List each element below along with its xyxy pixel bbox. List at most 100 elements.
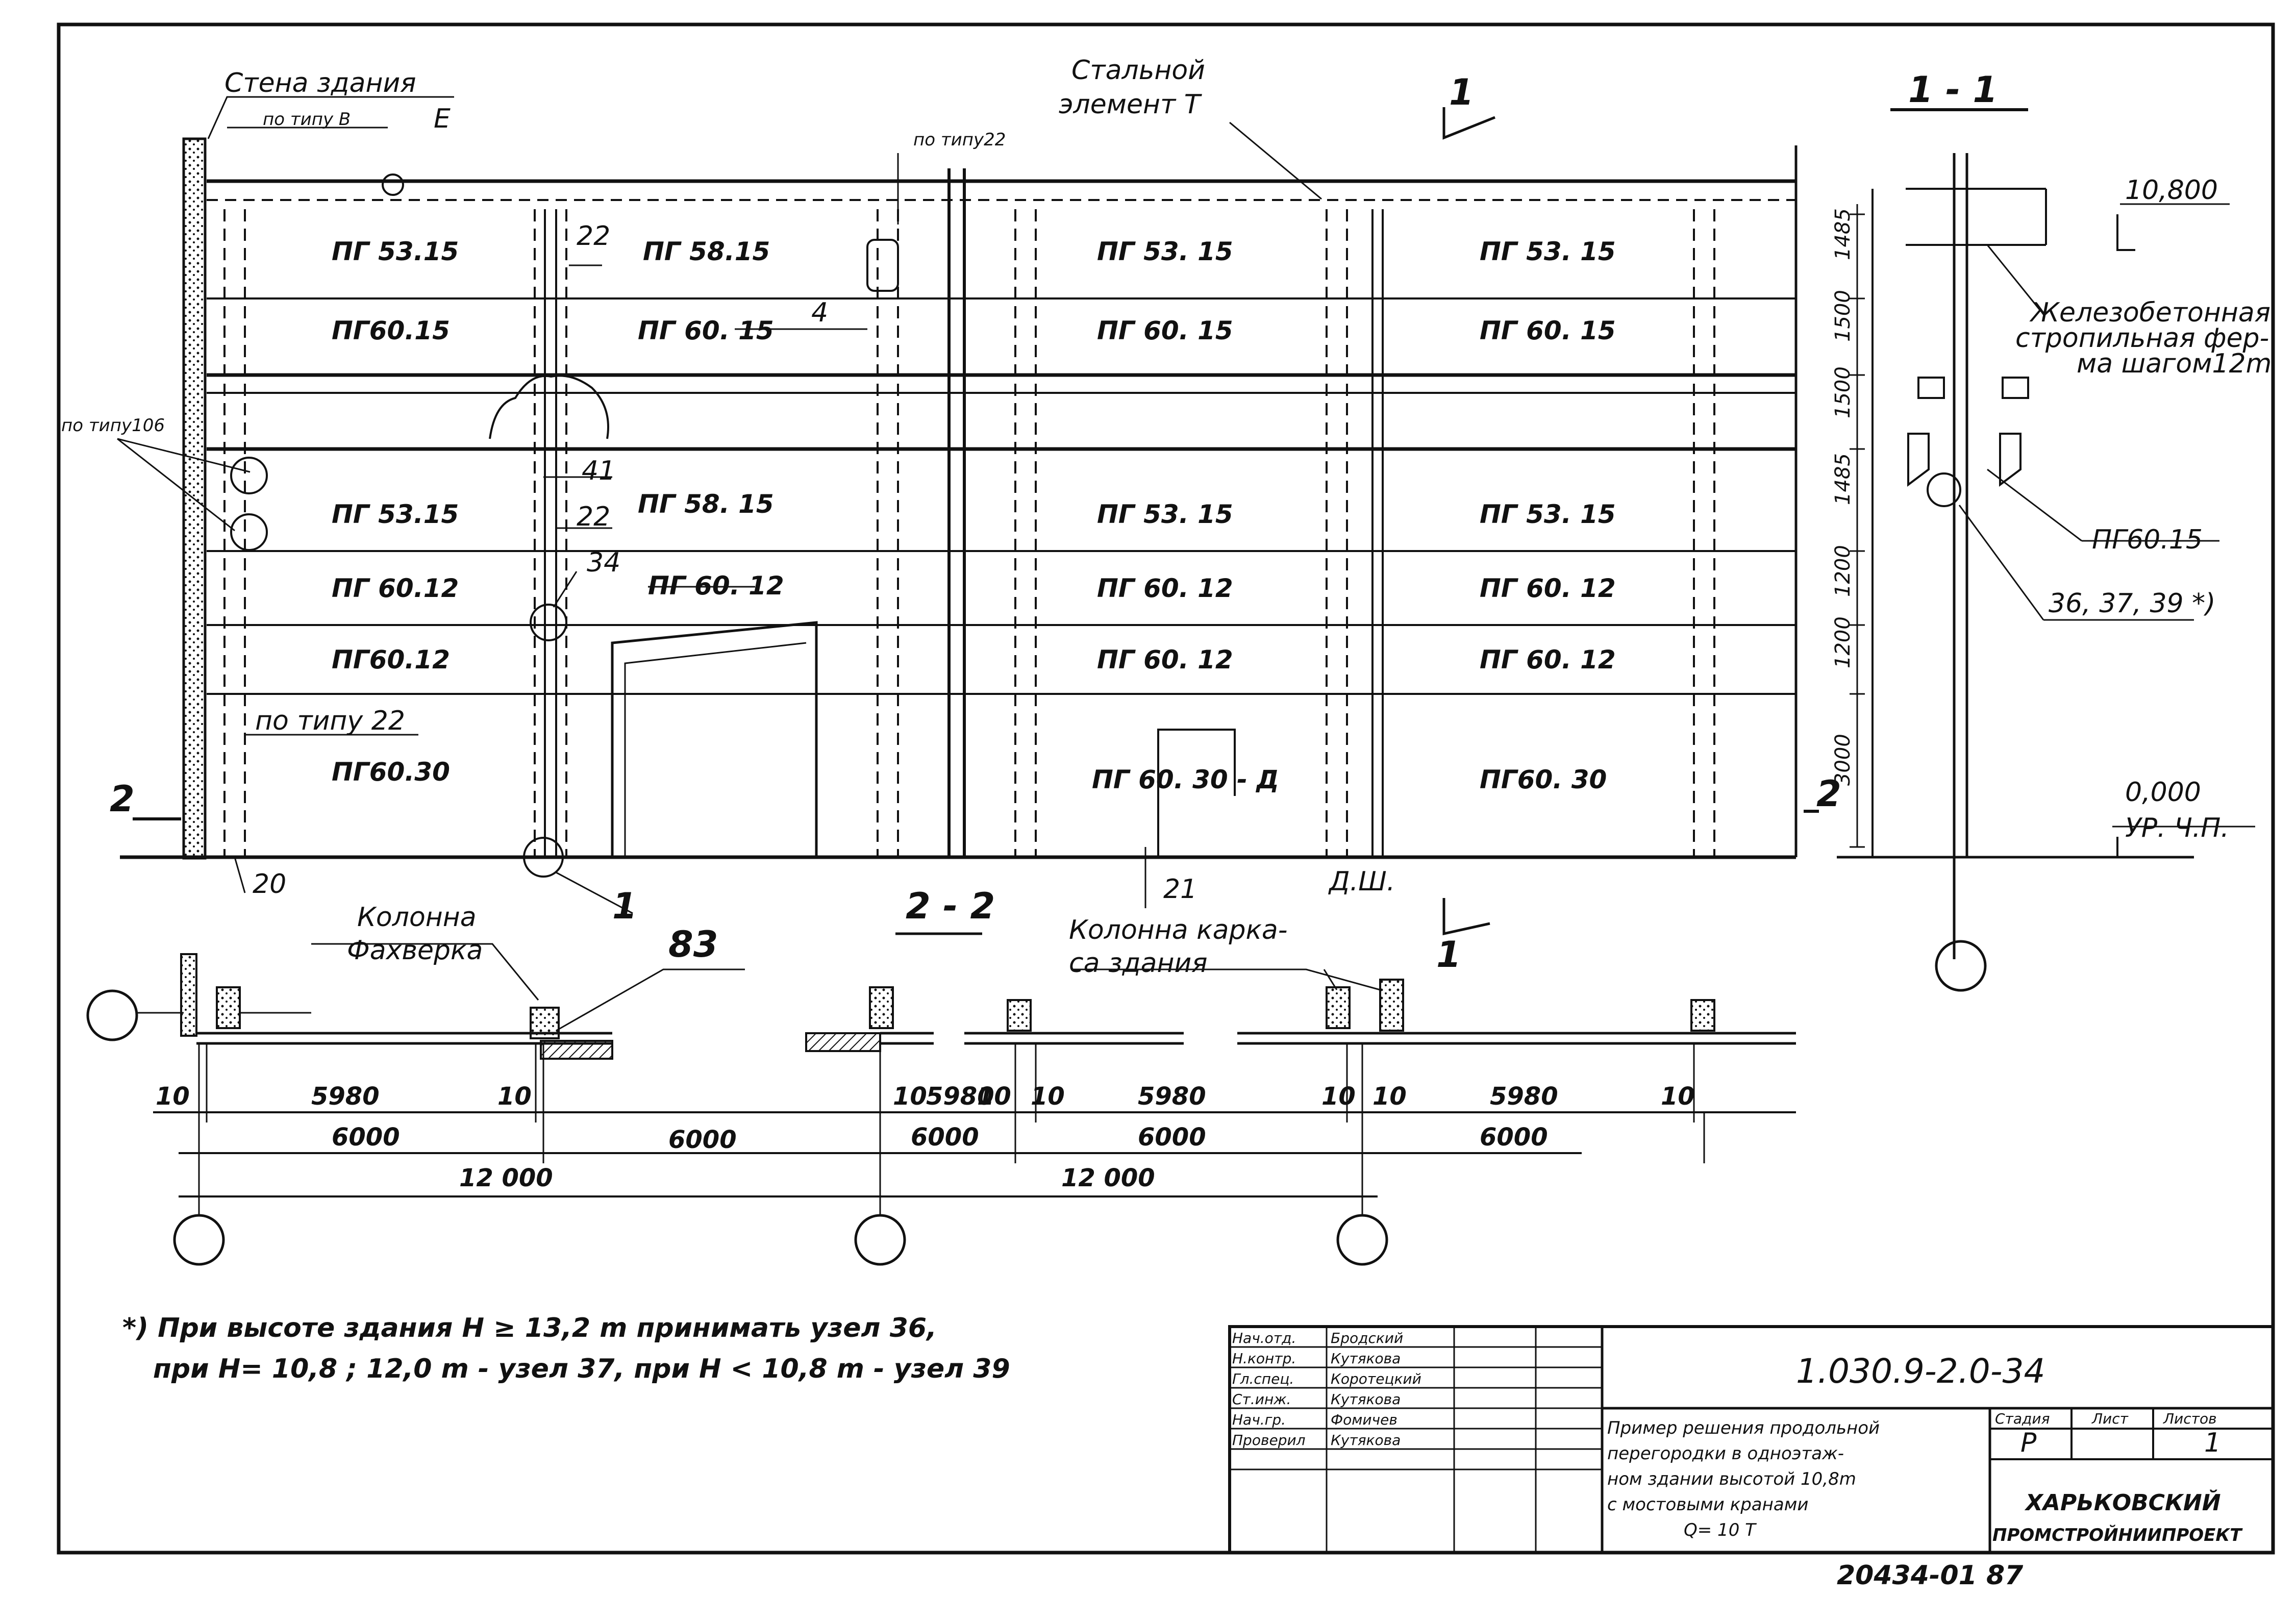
dim-6000-e: 6000 [1480,1123,1548,1152]
callout-83: 83 [668,924,718,965]
plan-title: 2 - 2 [906,885,995,927]
steel-element-label: Стальной [1071,55,1205,86]
name-5: Кутякова [1331,1432,1401,1449]
truss-label-1: Железобетонная [2029,297,2270,328]
dim-6000-d: 6000 [1138,1123,1206,1152]
stadiya-header: Стадия [1995,1410,2050,1427]
panel-b1-r6: ПГ60.30 [332,757,450,787]
document-number: 1.030.9-2.0-34 [1796,1352,2045,1391]
plan-2-2-labels: 2 - 2 Колонна Фахверка Колонна карка- са… [156,885,1695,1192]
label-e: Е [434,104,451,134]
panel-b4-r3: ПГ 53. 15 [1480,500,1616,529]
section-panel-label: ПГ60.15 [2092,525,2203,555]
doc-title-5: Q= 10 T [1684,1520,1757,1540]
sheet-frame [57,22,2275,1555]
callout-4: 4 [811,297,828,328]
dim-10-c: 10 [893,1082,927,1111]
panel-b2-r4: ПГ 60. 12 [648,571,784,601]
elevation-zero: 0,000 [2125,777,2201,808]
role-5: Проверил [1232,1432,1306,1449]
stadiya-value: Р [2020,1428,2037,1458]
callout-22-top: 22 [577,221,610,252]
type-22-label: по типу 22 [255,706,405,736]
panel-b3-r2: ПГ 60. 15 [1097,316,1233,345]
dim-10-d: 10 [977,1082,1011,1111]
org-name-2: ПРОМСТРОЙНИИПРОЕКТ [1992,1525,2243,1545]
dim-10-h: 10 [1661,1082,1695,1111]
height-1200-b: 1200 [1831,616,1855,668]
dim-10-e: 10 [1031,1082,1065,1111]
dim-12000-b: 12 000 [1061,1164,1155,1192]
doc-title-1: Пример решения продольной [1607,1418,1880,1438]
bottom-stamp: 20434-01 87 [1837,1560,2024,1591]
doc-title-4: с мостовыми кранами [1607,1494,1808,1515]
section-mark-1-bottom: 1 [1436,934,1461,976]
panel-b3-r4: ПГ 60. 12 [1097,573,1233,603]
plan-2-2 [86,932,1796,1266]
height-1485-b: 1485 [1831,453,1855,505]
org-name-1: ХАРЬКОВСКИЙ [2024,1489,2221,1516]
listov-value: 1 [2204,1428,2221,1458]
fakhverk-column-label-2: Фахверка [347,935,483,966]
panel-b2-r1: ПГ 58.15 [643,237,770,266]
panel-b4-r2: ПГ 60. 15 [1480,316,1616,345]
title-block [1228,1325,2275,1554]
listov-header: Листов [2163,1410,2217,1427]
dim-6000-c: 6000 [911,1123,979,1152]
name-0: Бродский [1331,1330,1403,1346]
callout-21: 21 [1163,874,1197,905]
footnote-line-1: *) При высоте здания Н ≥ 13,2 m принимат… [122,1313,937,1343]
title-block-text: Нач.отд. Н.контр. Гл.спец. Ст.инж. Нач.г… [1232,1330,2243,1545]
section-mark-1-top: 1 [1449,71,1474,113]
dim-10-f: 10 [1321,1082,1356,1111]
type-22-top-label: по типу22 [913,130,1006,150]
callout-34: 34 [587,547,620,578]
label-dsh: Д.Ш. [1328,866,1395,897]
dim-5980-a: 5980 [311,1082,380,1111]
role-1: Н.контр. [1232,1350,1296,1367]
panel-b1-r1: ПГ 53.15 [332,237,459,266]
panel-b1-r5: ПГ60.12 [332,645,450,675]
panel-b3-r5: ПГ 60. 12 [1097,645,1233,675]
panel-b2-r2: ПГ 60. 15 [638,316,774,345]
truss-label-3: ма шагом12m [2077,348,2272,379]
panel-b3-r1: ПГ 53. 15 [1097,237,1233,266]
elevation-labels: Стена здания по типу В Е Стальной элемен… [61,55,1841,976]
panel-b2-r3: ПГ 58. 15 [638,489,774,519]
panel-b1-r2: ПГ60.15 [332,316,450,345]
section-nodes-label: 36, 37, 39 *) [2049,588,2215,619]
section-1-1-title: 1 - 1 [1908,69,1998,111]
name-1: Кутякова [1331,1350,1401,1367]
footnote-line-2: при Н= 10,8 ; 12,0 m - узел 37, при Н < … [153,1354,1010,1384]
panel-b4-r6: ПГ60. 30 [1480,765,1607,794]
panel-b3-r3: ПГ 53. 15 [1097,500,1233,529]
frame-column-label: Колонна карка- [1069,915,1288,945]
elevation-view [117,96,1819,936]
panel-b3-r6: ПГ 60. 30 - Д [1092,765,1279,794]
name-2: Коротецкий [1331,1370,1421,1387]
type-106-label: по типу106 [61,415,165,436]
dim-6000-a: 6000 [332,1123,400,1152]
section-mark-2-left: 2 [110,778,135,820]
panel-b4-r5: ПГ 60. 12 [1480,645,1616,675]
panel-b1-r3: ПГ 53.15 [332,500,459,529]
floor-level-label: УР. Ч.П. [2125,813,2229,843]
panel-b4-r4: ПГ 60. 12 [1480,573,1616,603]
fakhverk-column-label: Колонна [357,902,477,933]
dim-5980-c: 5980 [1138,1082,1206,1111]
panel-b1-r4: ПГ 60.12 [332,573,459,603]
steel-element-label-2: элемент Т [1059,89,1203,120]
dim-5980-d: 5980 [1490,1082,1558,1111]
height-1485-top: 1485 [1831,208,1855,260]
dim-10-b: 10 [497,1082,532,1111]
dim-6000-b: 6000 [668,1126,737,1154]
role-2: Гл.спец. [1232,1370,1294,1387]
name-3: Кутякова [1331,1391,1401,1408]
truss-label-2: стропильная фер- [2015,323,2269,354]
wall-label: Стена здания [224,68,416,98]
dim-12000-a: 12 000 [459,1164,553,1192]
role-0: Нач.отд. [1232,1330,1296,1346]
dim-5980-b: 5980 [926,1082,994,1111]
doc-title-2: перегородки в одноэтаж- [1607,1443,1844,1464]
